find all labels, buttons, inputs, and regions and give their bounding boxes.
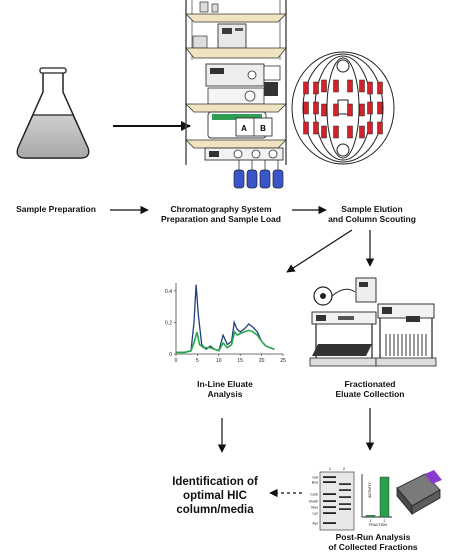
scouting-column — [321, 103, 327, 117]
gel-marker-label: Ovalb — [309, 500, 318, 504]
gel-marker-band — [323, 500, 336, 502]
step-elution-label: Sample Elution and Column Scouting — [328, 204, 416, 224]
gel-marker-band — [323, 522, 336, 524]
gel-marker-band — [323, 506, 336, 508]
gel-marker-label: Myo — [311, 506, 318, 510]
y-tick-label: 0.2 — [165, 320, 172, 326]
gel-marker-label: Carb — [310, 493, 318, 497]
y-tick-label: 0.4 — [165, 289, 172, 295]
fraction-category-label: 1 — [370, 519, 372, 523]
step-identification-label: Identification of optimal HIC column/med… — [172, 476, 258, 516]
scouting-column — [359, 103, 365, 117]
scouting-column — [367, 121, 373, 135]
buffer-bottles-icon — [233, 160, 284, 189]
scouting-column — [303, 81, 309, 95]
x-tick-label: 10 — [216, 358, 222, 364]
step-inline-analysis-label: In-Line Eluate Analysis — [197, 379, 253, 399]
scouting-column — [347, 125, 353, 139]
gel-marker-label: Lys — [313, 512, 319, 516]
gel-marker-label: Gal — [312, 476, 318, 480]
chromatogram-series-line — [176, 284, 275, 354]
scouting-column — [333, 103, 339, 117]
scouting-column — [359, 125, 365, 139]
valve-b-label: B — [260, 124, 266, 133]
step-sample-preparation-label: Sample Preparation — [16, 204, 96, 214]
gel-sample-band — [339, 496, 351, 498]
valve-a-label: A — [241, 124, 247, 133]
scouting-column — [367, 101, 373, 115]
scouting-column — [333, 125, 339, 139]
x-tick-label: 20 — [259, 358, 265, 364]
erlenmeyer-flask-icon — [16, 67, 90, 159]
scouting-column — [303, 121, 309, 135]
x-tick-label: 15 — [237, 358, 243, 364]
gel-marker-band — [323, 493, 336, 495]
scouting-column — [377, 81, 383, 95]
scouting-column — [377, 101, 383, 115]
gel-lane-label: 2 — [343, 466, 346, 471]
fraction-category-label: 2 — [384, 519, 386, 523]
step-chromatography-label: Chromatography System Preparation and Sa… — [161, 204, 281, 224]
scouting-column — [313, 81, 319, 95]
gel-sample-band — [339, 483, 351, 485]
x-tick-label: 5 — [196, 358, 199, 364]
gel-marker-label: Apr — [312, 522, 318, 526]
gel-lane-label: 1 — [329, 466, 332, 471]
fraction-activity-chart: ACTIVITY FRACTION 1 2 — [361, 474, 392, 527]
y-tick-label: 0 — [169, 352, 172, 358]
activity-x-label: FRACTION — [369, 523, 387, 527]
scouting-column — [347, 103, 353, 117]
gel-marker-band — [323, 481, 336, 483]
fraction-collector-icon — [309, 277, 437, 367]
scouting-column — [347, 79, 353, 93]
gel-sample-band — [339, 503, 351, 505]
scouting-column — [333, 79, 339, 93]
scouting-column — [367, 81, 373, 95]
x-tick-label: 25 — [280, 358, 286, 364]
chromatography-system-icon: A B — [185, 0, 287, 165]
column-scouting-manifold-icon — [291, 51, 395, 165]
gel-marker-band — [323, 512, 336, 514]
step-postrun-label: Post-Run Analysis of Collected Fractions — [328, 532, 418, 552]
x-tick-label: 0 — [175, 358, 178, 364]
scouting-column — [359, 79, 365, 93]
scouting-column — [321, 79, 327, 93]
plate-reader-icon — [396, 470, 442, 516]
gel-marker-band — [323, 476, 336, 478]
arrow-elution-to-inline — [286, 229, 353, 273]
fraction-activity-bar — [379, 476, 390, 518]
scouting-column — [313, 121, 319, 135]
activity-y-label: ACTIVITY — [368, 481, 372, 497]
inline-eluate-chart: 0 5 10 15 20 25 0 0.2 0.4 — [165, 283, 286, 364]
gel-sample-band — [339, 489, 351, 491]
chromatogram-series-line — [176, 329, 275, 354]
scouting-column — [313, 101, 319, 115]
scouting-column — [321, 125, 327, 139]
scouting-column — [303, 101, 309, 115]
scouting-column — [377, 121, 383, 135]
step-fractionated-label: Fractionated Eluate Collection — [335, 379, 405, 399]
columns-group — [303, 79, 383, 139]
gel-marker-label: Bsa — [312, 481, 318, 485]
gel-sample-band — [339, 508, 351, 510]
fraction-activity-bar — [365, 515, 376, 518]
